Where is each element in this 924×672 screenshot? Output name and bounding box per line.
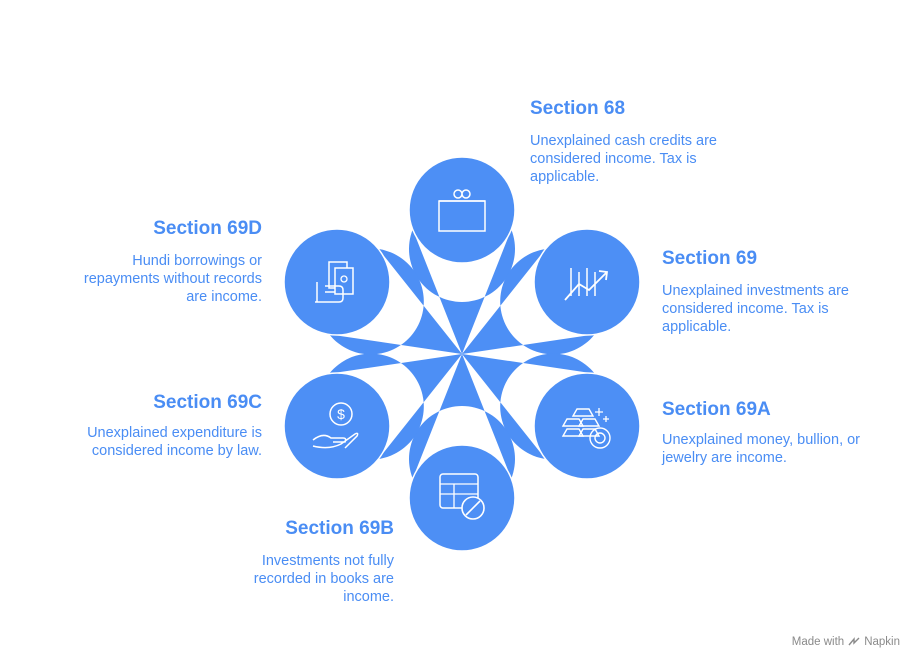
- section-69b-petal: [409, 354, 515, 479]
- section-69d-title: Section 69D: [153, 218, 262, 239]
- section-69a-petal: [462, 353, 595, 459]
- section-69-description: Unexplained investments are considered i…: [662, 283, 849, 335]
- section-69a-title: Section 69A: [662, 399, 771, 420]
- section-69b-circle: [408, 444, 516, 552]
- section-68-title: Section 68: [530, 98, 626, 119]
- section-69c-circle: [283, 372, 391, 480]
- section-68-circle: [408, 156, 516, 264]
- section-69d-label: Section 69D Hundi borrowings or repaymen…: [62, 218, 262, 306]
- section-69c-title: Section 69C: [153, 392, 262, 413]
- ledger-blocked-icon: [439, 473, 485, 520]
- section-69a-label: Section 69A Unexplained money, bullion, …: [662, 399, 862, 467]
- section-69b-title: Section 69B: [285, 518, 394, 539]
- made-with-footer[interactable]: Made with Napkin: [792, 636, 900, 648]
- section-68-label: Section 68 Unexplained cash credits are …: [530, 98, 740, 186]
- section-69a-description: Unexplained money, bullion, or jewelry a…: [662, 432, 861, 466]
- section-69d-node: [283, 228, 391, 336]
- cash-hand-icon: [315, 261, 354, 303]
- section-69a-node: [533, 372, 641, 480]
- section-69d-petal: [329, 249, 462, 355]
- footer-brand: Napkin: [864, 636, 900, 648]
- section-68-petal: [409, 229, 515, 354]
- section-69b-description: Investments not fully recorded in books …: [253, 553, 394, 605]
- section-69-label: Section 69 Unexplained investments are c…: [662, 248, 862, 336]
- section-circles: $: [283, 156, 641, 552]
- growth-chart-icon: [564, 268, 609, 301]
- gold-bars-icon: [561, 408, 611, 449]
- section-69b-label: Section 69B Investments not fully record…: [232, 518, 394, 606]
- napkin-logo-icon: [848, 637, 860, 646]
- wallet-icon: [438, 189, 486, 232]
- coin-hand-icon: $: [312, 402, 359, 449]
- section-69-title: Section 69: [662, 248, 758, 269]
- section-69-node: [533, 228, 641, 336]
- section-69d-description: Hundi borrowings or repayments without r…: [83, 253, 262, 305]
- section-69c-description: Unexplained expenditure is considered in…: [87, 425, 262, 459]
- section-69c-label: Section 69C Unexplained expenditure is c…: [62, 392, 262, 460]
- footer-prefix: Made with: [791, 636, 845, 648]
- svg-text:$: $: [337, 406, 345, 422]
- section-68-node: [408, 156, 516, 264]
- petals: [329, 229, 595, 479]
- section-69-petal: [462, 249, 595, 355]
- section-68-description: Unexplained cash credits are considered …: [530, 133, 717, 185]
- section-69c-node: $: [283, 372, 391, 480]
- section-69c-petal: [329, 353, 462, 459]
- section-69b-node: [408, 444, 516, 552]
